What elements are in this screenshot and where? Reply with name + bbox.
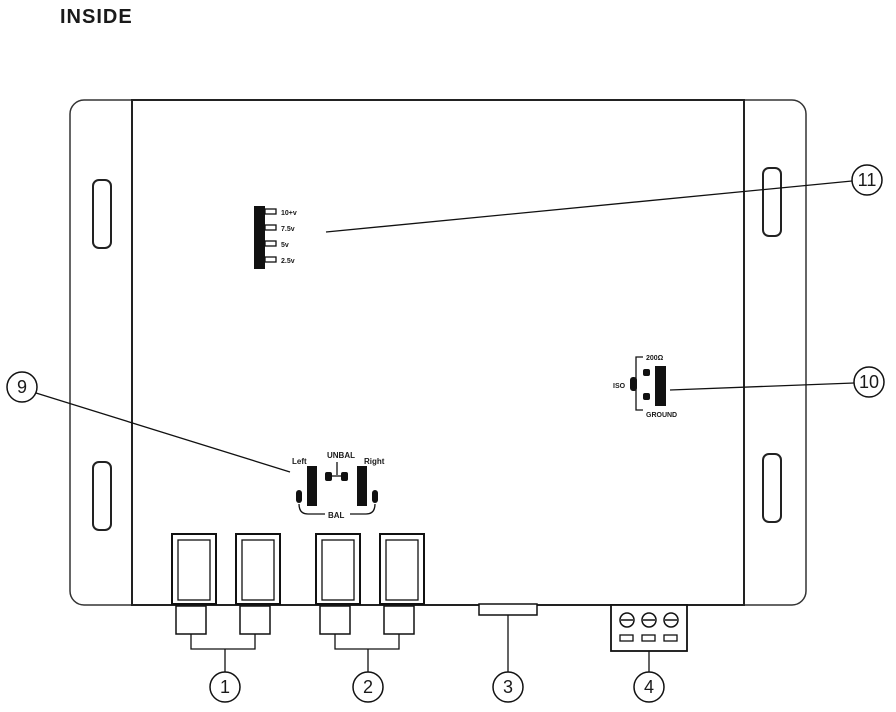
callout-9: 9 — [6, 371, 38, 403]
page-title: INSIDE — [60, 6, 133, 28]
mounting-slot-top-left — [92, 179, 112, 249]
bottom-port — [478, 603, 538, 616]
mounting-slot-bottom-left — [92, 461, 112, 531]
mounting-slot-top-right — [762, 167, 782, 237]
ground-switch-pin — [643, 393, 650, 400]
bal-left-knob — [296, 490, 302, 503]
bal-bracket — [298, 503, 376, 515]
callout-circle — [851, 164, 883, 196]
bal-left-switch-body — [307, 466, 317, 506]
rca-jack-inner — [241, 539, 275, 601]
callout-3: 3 — [492, 671, 524, 703]
callout-1: 1 — [209, 671, 241, 703]
rca-barrel — [383, 605, 415, 635]
rca-barrel — [239, 605, 271, 635]
callout-number: 11 — [858, 170, 877, 190]
bal-bottom-label: BAL — [328, 511, 345, 520]
ground-switch-bottom-label: GROUND — [646, 412, 677, 419]
voltage-option-5v: 5v — [281, 242, 289, 249]
leader-line-9 — [35, 392, 291, 473]
callout-number: 9 — [17, 377, 27, 397]
voltage-option-2-5v: 2.5v — [281, 258, 295, 265]
rca-jack-housing — [379, 533, 425, 605]
ground-switch-top-label: 200Ω — [646, 355, 664, 362]
rca-jack-housing — [315, 533, 361, 605]
ground-switch-pin — [643, 369, 650, 376]
callout-circle — [853, 366, 885, 398]
ground-switch-body — [655, 366, 666, 406]
bal-center-pin — [341, 472, 348, 481]
voltage-selector-switch: 10+v 7.5v 5v 2.5v — [254, 206, 297, 269]
voltage-pin — [264, 224, 277, 231]
callout-10: 10 — [853, 366, 885, 398]
callout-4: 4 — [633, 671, 665, 703]
rca-jack-inner — [321, 539, 355, 601]
rca-jack-housing — [235, 533, 281, 605]
voltage-switch-body — [254, 206, 265, 269]
callout-circle — [209, 671, 241, 703]
ground-switch-iso-label: ISO — [613, 383, 626, 390]
terminal-wire-slot — [619, 634, 634, 642]
voltage-pin — [264, 256, 277, 263]
callout-11: 11 — [851, 164, 883, 196]
voltage-pins — [264, 208, 277, 263]
bal-right-label: Right — [364, 457, 385, 466]
rca-barrel — [319, 605, 351, 635]
voltage-option-10v: 10+v — [281, 210, 297, 217]
rca-input-connectors — [171, 533, 425, 635]
rca-jack-inner — [385, 539, 419, 601]
bal-center-label: UNBAL — [327, 451, 355, 460]
device-housing — [131, 99, 745, 606]
rca-jack-housing — [171, 533, 217, 605]
callout-number: 2 — [363, 677, 373, 697]
bal-right-switch-body — [357, 466, 367, 506]
terminal-wire-slot — [641, 634, 656, 642]
leader-line-1 — [190, 634, 256, 650]
callout-circle — [633, 671, 665, 703]
callout-number: 4 — [644, 677, 654, 697]
rca-jack-inner — [177, 539, 211, 601]
bal-left-label: Left — [292, 457, 307, 466]
terminal-block-body — [610, 604, 688, 652]
leader-line-11 — [325, 180, 853, 233]
bal-unbal-switch: Left UNBAL Right BAL — [292, 451, 385, 520]
ground-switch-knob — [630, 377, 637, 391]
callout-circle — [6, 371, 38, 403]
bal-center-pin — [325, 472, 332, 481]
voltage-pin — [264, 240, 277, 247]
mounting-slot-bottom-right — [762, 453, 782, 523]
callout-circle — [492, 671, 524, 703]
leader-line-2 — [334, 634, 400, 650]
rca-barrel — [175, 605, 207, 635]
callout-number: 1 — [220, 677, 230, 697]
terminal-block — [610, 604, 688, 652]
voltage-pin — [264, 208, 277, 215]
leader-line-10 — [669, 382, 855, 391]
callout-number: 10 — [859, 372, 879, 392]
terminal-wire-slot — [663, 634, 678, 642]
callout-2: 2 — [352, 671, 384, 703]
callout-number: 3 — [503, 677, 513, 697]
bal-right-knob — [372, 490, 378, 503]
callout-circle — [352, 671, 384, 703]
voltage-option-7-5v: 7.5v — [281, 226, 295, 233]
ground-iso-switch: 200Ω ISO GROUND — [613, 355, 677, 419]
